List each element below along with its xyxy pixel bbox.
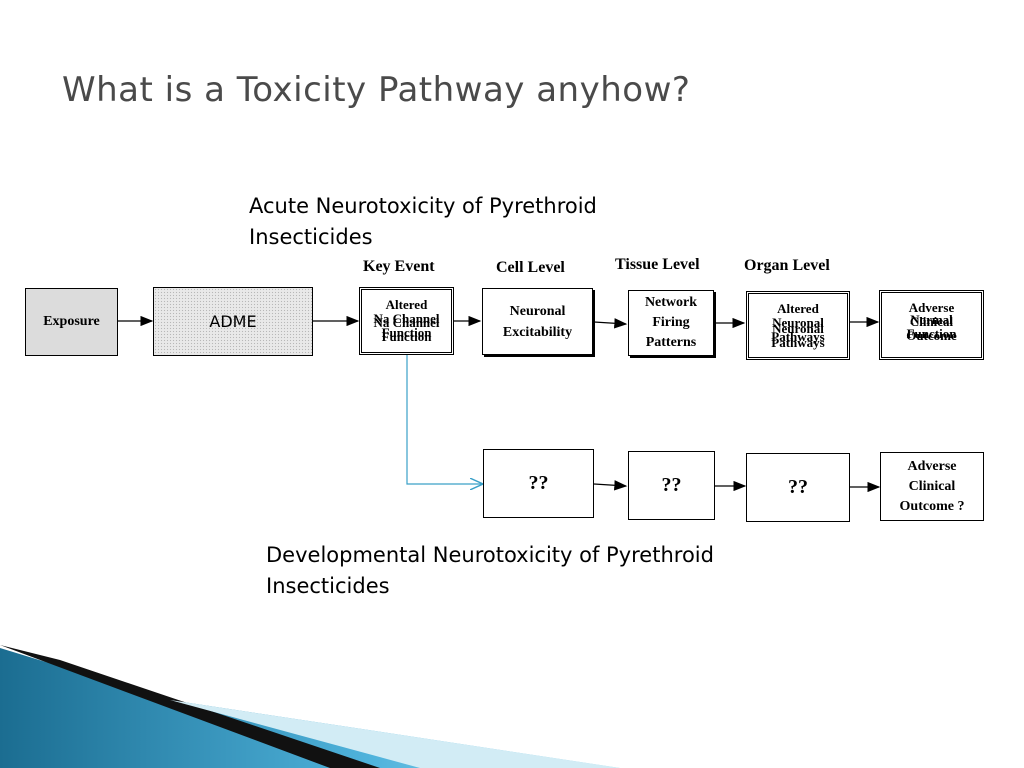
- organ-line: Altered: [777, 301, 819, 316]
- organ-line: Pathways: [771, 329, 825, 344]
- key-event-box: Altered Na Channel Function Na Channel F…: [359, 287, 454, 355]
- tissue-line: Patterns: [645, 335, 697, 350]
- altered-pathways-box: Altered Neuronal Pathways Neuronal Pathw…: [746, 291, 850, 360]
- caption-developmental: Developmental Neurotoxicity of Pyrethroi…: [266, 540, 714, 602]
- arrow-branch: [406, 354, 483, 484]
- unknown-tissue-box: ??: [628, 451, 715, 520]
- adme-label: ADME: [209, 312, 257, 331]
- cell-line: Neuronal: [509, 303, 566, 319]
- slide-title: What is a Toxicity Pathway anyhow?: [62, 70, 691, 110]
- key-event-line: Na Channel: [373, 311, 440, 326]
- header-organ-level: Organ Level: [744, 257, 830, 274]
- adverse-outcome-box: Adverse Clinical Outcome Normal Function: [879, 290, 984, 360]
- caption-developmental-line2: Insecticides: [266, 574, 390, 598]
- arrow-b-cell-tissue: [593, 480, 628, 491]
- key-event-line: Function: [381, 329, 432, 344]
- outcome-line: Outcome: [906, 328, 957, 343]
- outcome-unknown-line: Outcome ?: [899, 498, 965, 514]
- header-cell-level: Cell Level: [496, 259, 565, 276]
- key-event-line: Na Channel: [373, 315, 440, 330]
- outcome-line: Normal: [910, 312, 953, 327]
- outcome-line: Adverse: [908, 300, 955, 315]
- caption-acute: Acute Neurotoxicity of Pyrethroid Insect…: [249, 191, 597, 253]
- network-firing-box: Network Firing Patterns: [628, 290, 714, 356]
- key-event-text-b: Na Channel Function: [362, 316, 451, 344]
- outcome-unknown-line: Adverse: [907, 458, 957, 474]
- organ-line: Pathways: [771, 335, 825, 350]
- key-event-text-a: Altered Na Channel Function: [362, 298, 451, 340]
- outcome-unknown-line: Clinical: [908, 478, 956, 494]
- neuronal-excitability-box: Neuronal Excitability: [482, 288, 593, 355]
- key-event-line: Altered: [385, 297, 428, 312]
- header-key-event: Key Event: [363, 258, 435, 275]
- organ-text-a: Altered Neuronal Pathways: [749, 302, 847, 344]
- organ-line: Neuronal: [772, 315, 824, 330]
- caption-acute-line1: Acute Neurotoxicity of Pyrethroid: [249, 194, 597, 218]
- organ-line: Neuronal: [772, 321, 824, 336]
- tissue-line: Firing: [652, 315, 690, 330]
- unknown-organ-box: ??: [746, 453, 850, 522]
- organ-text-b: Neuronal Pathways: [749, 322, 847, 350]
- unknown-tissue-label: ??: [661, 474, 682, 496]
- exposure-label: Exposure: [43, 314, 100, 329]
- adme-box: ADME: [153, 287, 313, 356]
- unknown-organ-label: ??: [788, 476, 808, 498]
- unknown-cell-box: ??: [483, 449, 594, 518]
- outcome-line: Function: [906, 326, 957, 341]
- adverse-outcome-unknown-box: Adverse Clinical Outcome ?: [880, 452, 984, 521]
- outcome-line: Clinical: [909, 314, 954, 329]
- key-event-line: Function: [381, 325, 432, 340]
- caption-acute-line2: Insecticides: [249, 225, 373, 249]
- header-tissue-level: Tissue Level: [615, 256, 700, 273]
- exposure-box: Exposure: [25, 288, 118, 356]
- unknown-cell-label: ??: [528, 472, 549, 494]
- arrow-cell-tissue: [593, 318, 628, 329]
- outcome-text-a: Adverse Clinical Outcome: [882, 301, 981, 343]
- tissue-line: Network: [644, 295, 698, 310]
- caption-developmental-line1: Developmental Neurotoxicity of Pyrethroi…: [266, 543, 714, 567]
- outcome-text-b: Normal Function: [882, 313, 981, 341]
- cell-line: Excitability: [502, 324, 573, 340]
